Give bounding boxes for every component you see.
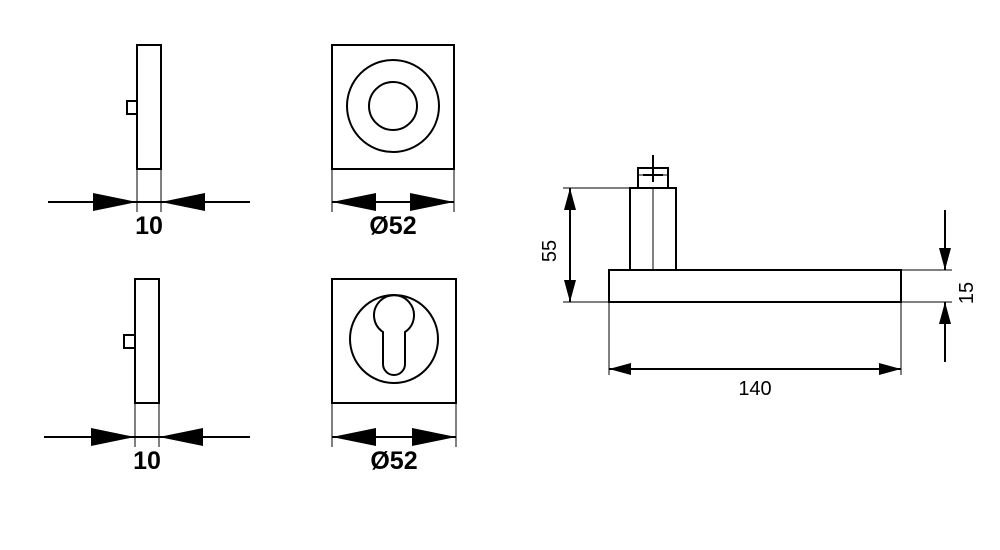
dimension-thickness-label: 10: [133, 447, 161, 475]
dimension-diameter-label: Ø52: [370, 447, 417, 475]
dimension-thickness-label: 10: [135, 212, 163, 240]
dimension-diameter-label: Ø52: [369, 212, 416, 240]
front-view-cylinder-rose: Ø52: [331, 278, 457, 475]
dimension-height-label: 55: [539, 240, 561, 262]
dimension-thickness-label: 15: [956, 282, 978, 304]
side-view-round-rose: 10: [48, 44, 250, 240]
side-view-cylinder-rose: 10: [44, 278, 250, 475]
lever-handle-view: 55 15 140: [539, 155, 978, 400]
keyhole-profile: [373, 294, 415, 376]
front-view-round-rose: Ø52: [331, 44, 455, 240]
dimension-length-label: 140: [738, 378, 771, 400]
